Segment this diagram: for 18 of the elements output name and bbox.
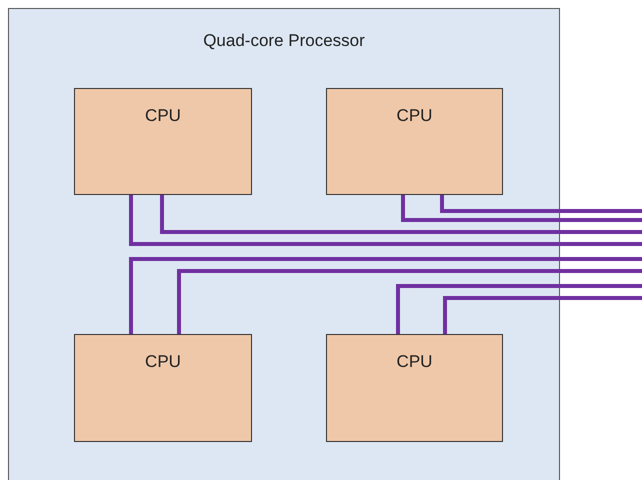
wire: [396, 284, 642, 334]
cpu-label: CPU: [145, 352, 181, 372]
wire: [129, 257, 642, 334]
wire: [129, 195, 642, 246]
cpu-box: [326, 88, 503, 195]
processor-title: Quad-core Processor: [203, 31, 365, 51]
wire: [440, 195, 642, 213]
cpu-box: [326, 334, 503, 442]
wire: [160, 195, 642, 234]
wire: [177, 269, 642, 334]
cpu-label: CPU: [145, 106, 181, 126]
wire: [443, 296, 642, 334]
cpu-box: [74, 334, 252, 442]
cpu-label: CPU: [396, 352, 432, 372]
cpu-label: CPU: [396, 106, 432, 126]
processor-box: [8, 8, 560, 480]
cpu-box: [74, 88, 252, 195]
wire: [401, 195, 642, 222]
